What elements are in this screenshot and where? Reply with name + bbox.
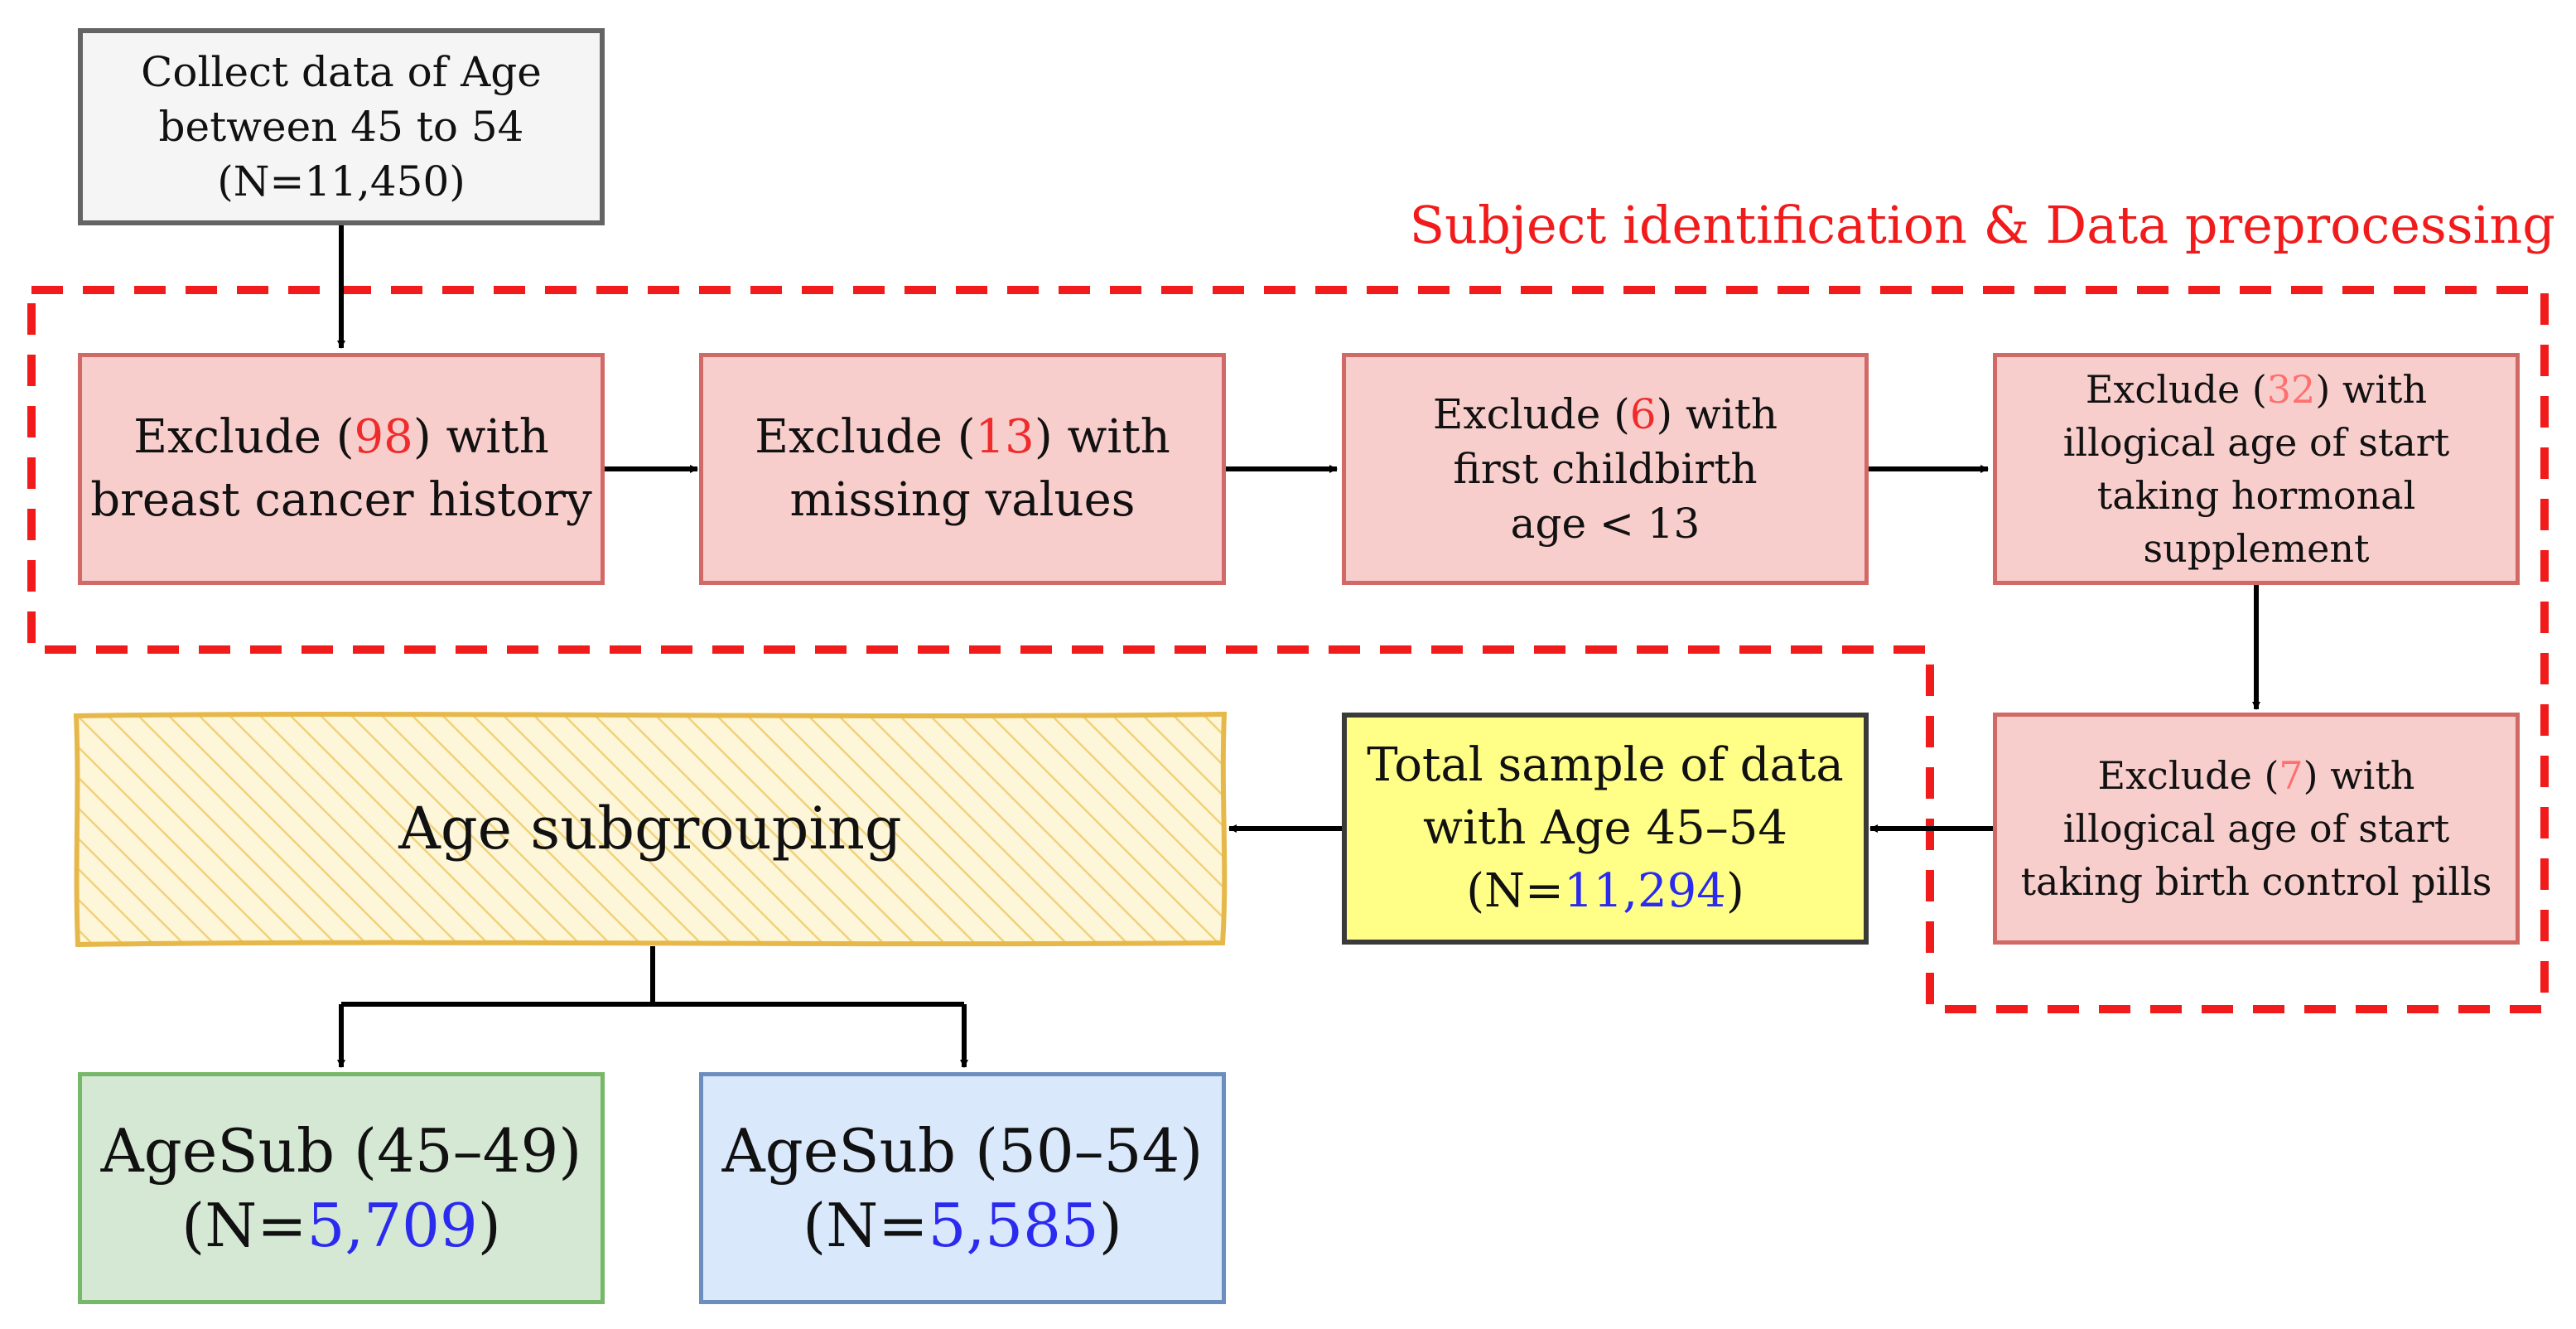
exclude5-count: 7 (2279, 753, 2303, 798)
exclude1-post: ) with (412, 410, 549, 464)
exclude4-line-4: supplement (2143, 526, 2370, 571)
exclude4-post: ) with (2315, 367, 2428, 412)
exclude4-line-2: illogical age of start (2062, 420, 2450, 465)
collect-data-box: Collect data of Age between 45 to 54 (N=… (78, 28, 605, 225)
total-line-1: Total sample of data (1367, 738, 1844, 792)
agesub2-count-line: (N=5,585) (722, 1188, 1204, 1263)
exclude5-line-1: Exclude (7) with (2021, 749, 2492, 802)
exclude3-post: ) with (1656, 390, 1778, 438)
agesub2-post: ) (1098, 1191, 1122, 1260)
agesub1-label: AgeSub (45–49) (100, 1116, 582, 1186)
exclude2-line-1: Exclude (13) with (755, 406, 1170, 469)
exclude5-pre: Exclude ( (2097, 753, 2279, 798)
exclude-hormonal-supplement-box: Exclude (32) with illogical age of start… (1993, 353, 2520, 585)
exclude3-count: 6 (1629, 390, 1657, 438)
exclude1-line-1: Exclude (98) with (90, 406, 591, 469)
exclude2-line-2: missing values (789, 473, 1136, 527)
collect-line-1: Collect data of Age (141, 48, 542, 96)
collect-line-2: between 45 to 54 (158, 103, 524, 151)
exclude2-pre: Exclude ( (755, 410, 976, 464)
exclude4-line-1: Exclude (32) with (2063, 363, 2450, 416)
exclude5-line-3: taking birth control pills (2020, 859, 2492, 904)
collect-line-3: (N=11,450) (217, 157, 466, 205)
exclude-breast-cancer-box: Exclude (98) with breast cancer history (78, 353, 605, 585)
exclude3-line-1: Exclude (6) with (1433, 387, 1778, 442)
age-subgrouping-hatch (76, 714, 1224, 943)
exclude1-pre: Exclude ( (133, 410, 355, 464)
total-line-2: with Age 45–54 (1423, 801, 1787, 855)
total-post: ) (1725, 864, 1744, 918)
age-subgrouping-border (73, 711, 1228, 948)
exclude2-count: 13 (975, 410, 1035, 464)
exclude3-pre: Exclude ( (1432, 390, 1630, 438)
stage-title: Subject identification & Data preprocess… (1409, 195, 2555, 255)
exclude5-line-2: illogical age of start (2062, 806, 2450, 851)
agesub1-pre: (N= (181, 1191, 307, 1260)
agesub2-count: 5,585 (928, 1191, 1099, 1260)
agesub2-label: AgeSub (50–54) (721, 1116, 1204, 1186)
exclude2-post: ) with (1034, 410, 1170, 464)
total-line-3: (N=11,294) (1367, 860, 1844, 923)
exclude1-line-2: breast cancer history (90, 473, 592, 527)
total-count: 11,294 (1563, 864, 1726, 918)
total-sample-box: Total sample of data with Age 45–54 (N=1… (1342, 713, 1869, 945)
exclude3-line-2: first childbirth (1453, 445, 1758, 493)
exclude-birth-control-box: Exclude (7) with illogical age of start … (1993, 713, 2520, 945)
exclude4-pre: Exclude ( (2085, 367, 2267, 412)
agesub1-post: ) (477, 1191, 501, 1260)
total-pre: (N= (1466, 864, 1564, 918)
agesub1-count: 5,709 (306, 1191, 478, 1260)
agesub-50-54-box: AgeSub (50–54) (N=5,585) (699, 1072, 1226, 1304)
exclude-childbirth-age-box: Exclude (6) with first childbirth age < … (1342, 353, 1869, 585)
agesub2-pre: (N= (803, 1191, 929, 1260)
exclude-missing-values-box: Exclude (13) with missing values (699, 353, 1226, 585)
exclude1-count: 98 (354, 410, 413, 464)
agesub1-count-line: (N=5,709) (101, 1188, 582, 1263)
age-subgrouping-label: Age subgrouping (398, 795, 902, 863)
exclude3-line-3: age < 13 (1510, 500, 1700, 548)
agesub-45-49-box: AgeSub (45–49) (N=5,709) (78, 1072, 605, 1304)
exclude4-count: 32 (2266, 367, 2316, 412)
exclude4-line-3: taking hormonal (2096, 473, 2416, 518)
exclude5-post: ) with (2303, 753, 2415, 798)
